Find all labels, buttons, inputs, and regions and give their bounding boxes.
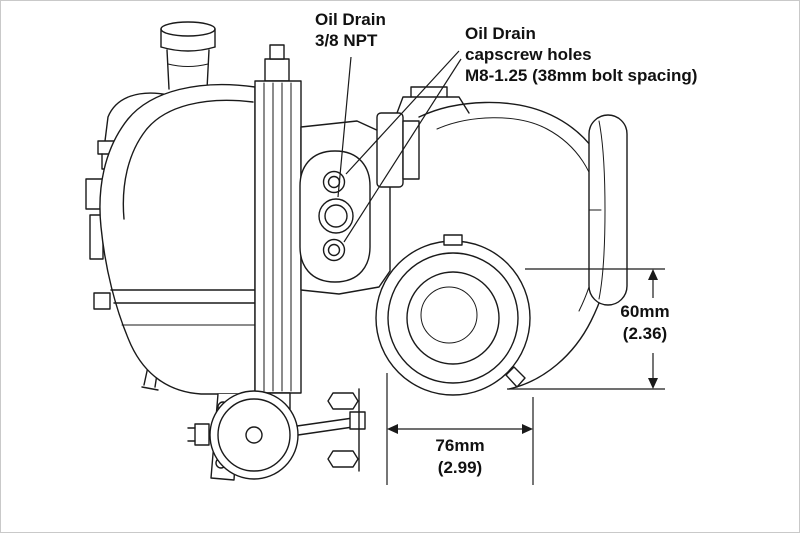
- dim-76mm-value: 76mm: [435, 436, 485, 455]
- capscrew-hole-bottom: [322, 238, 346, 262]
- compressor-backplate: [254, 44, 302, 422]
- turbine-outlet: [375, 234, 531, 396]
- vband-flange: [588, 114, 628, 306]
- oil-drain-label-line2: 3/8 NPT: [315, 31, 378, 50]
- compressor-inlet: [160, 21, 216, 90]
- leader-lines: [337, 50, 462, 243]
- dim-60mm-inches: (2.36): [622, 324, 668, 343]
- dimension-76mm: [386, 373, 534, 485]
- turbine-inlet-flange: [376, 86, 470, 188]
- capscrew-label-line3: M8-1.25 (38mm bolt spacing): [465, 66, 698, 85]
- dimension-60mm: [507, 268, 665, 390]
- oil-drain-port: [318, 198, 354, 234]
- capscrew-hole-top: [322, 170, 346, 194]
- oil-drain-label: Oil Drain 3/8 NPT: [315, 9, 386, 51]
- oil-drain-flange: [299, 150, 371, 283]
- stud-plate: [327, 388, 360, 472]
- capscrew-label: Oil Drain capscrew holes M8-1.25 (38mm b…: [465, 23, 697, 86]
- dim-76mm-label: 76mm (2.99): [400, 435, 520, 479]
- wastegate-actuator: [187, 390, 366, 480]
- oil-drain-label-line1: Oil Drain: [315, 10, 386, 29]
- dim-60mm-value: 60mm: [620, 302, 670, 321]
- dim-60mm-label: 60mm (2.36): [609, 301, 681, 345]
- capscrew-label-line1: Oil Drain: [465, 24, 536, 43]
- dim-76mm-inches: (2.99): [437, 458, 483, 477]
- capscrew-label-line2: capscrew holes: [465, 45, 592, 64]
- compressor-housing: [99, 83, 256, 395]
